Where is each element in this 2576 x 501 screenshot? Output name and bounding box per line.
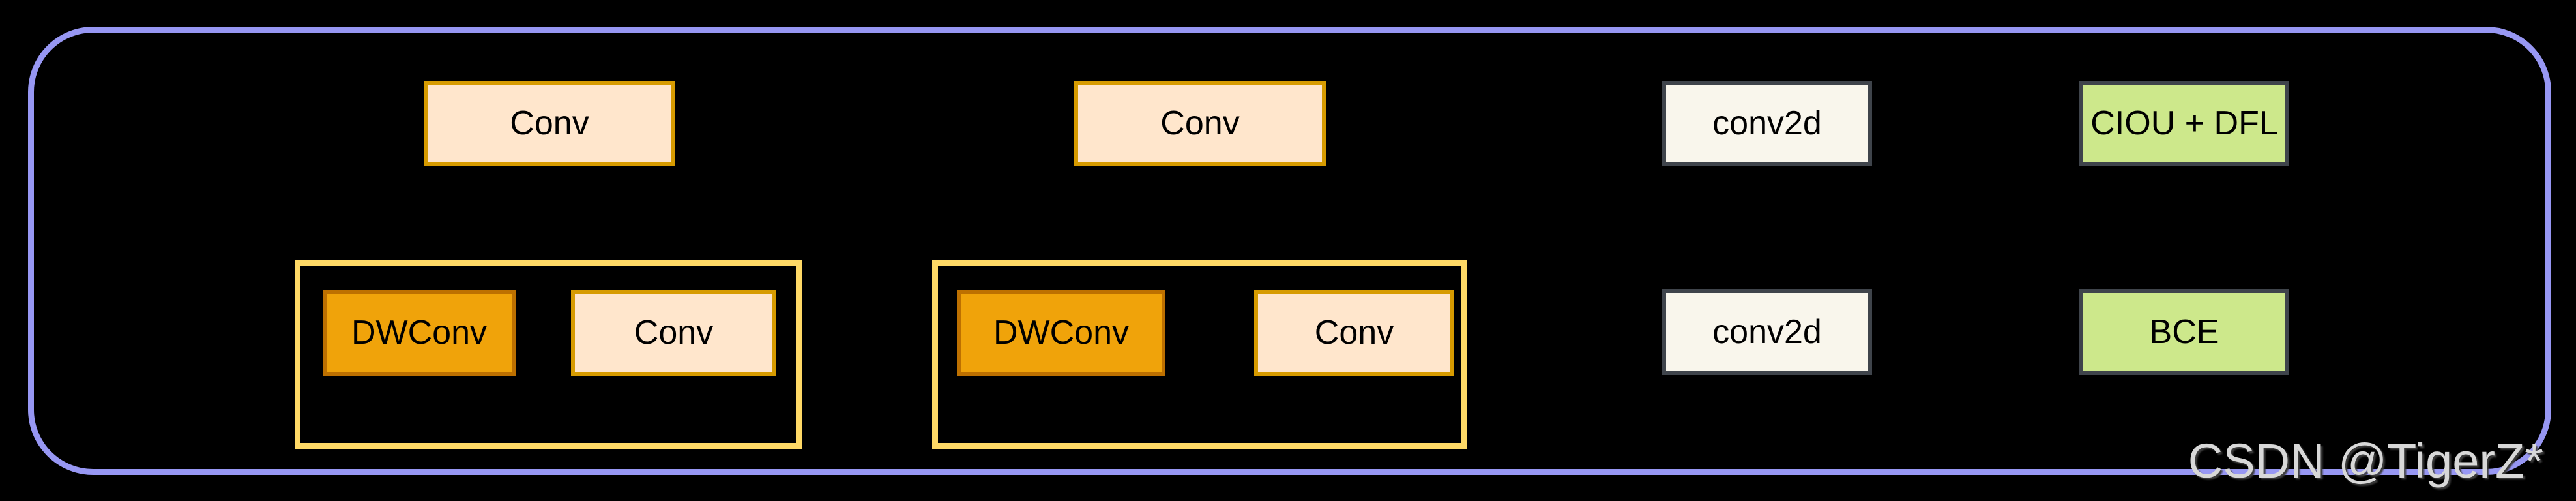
conv2d-block-top: conv2d bbox=[1662, 81, 1872, 166]
node-label: CIOU + DFL bbox=[2090, 104, 2278, 142]
conv2d-block-bottom: conv2d bbox=[1662, 289, 1872, 375]
node-label: conv2d bbox=[1712, 313, 1822, 351]
branch-group-1 bbox=[295, 260, 802, 449]
ciou-dfl-loss-block: CIOU + DFL bbox=[2079, 81, 2289, 166]
diagram-frame-border bbox=[28, 27, 2551, 475]
node-label: Conv bbox=[1314, 314, 1394, 352]
node-label: Conv bbox=[510, 104, 589, 142]
conv-block-inner-1: Conv bbox=[571, 290, 776, 376]
dwconv-block-1: DWConv bbox=[323, 290, 516, 376]
bce-loss-block: BCE bbox=[2079, 289, 2289, 375]
conv-block-top-1: Conv bbox=[424, 81, 675, 166]
node-label: Conv bbox=[1160, 104, 1240, 142]
node-label: BCE bbox=[2149, 313, 2219, 351]
node-label: DWConv bbox=[351, 314, 488, 352]
node-label: conv2d bbox=[1712, 104, 1822, 142]
conv-block-top-2: Conv bbox=[1074, 81, 1326, 166]
csdn-watermark-text: CSDN @TigerZ* bbox=[2188, 434, 2543, 488]
node-label: DWConv bbox=[993, 314, 1130, 352]
conv-block-inner-2: Conv bbox=[1254, 290, 1454, 376]
dwconv-block-2: DWConv bbox=[957, 290, 1165, 376]
node-label: Conv bbox=[634, 314, 714, 352]
branch-group-2 bbox=[932, 260, 1467, 449]
